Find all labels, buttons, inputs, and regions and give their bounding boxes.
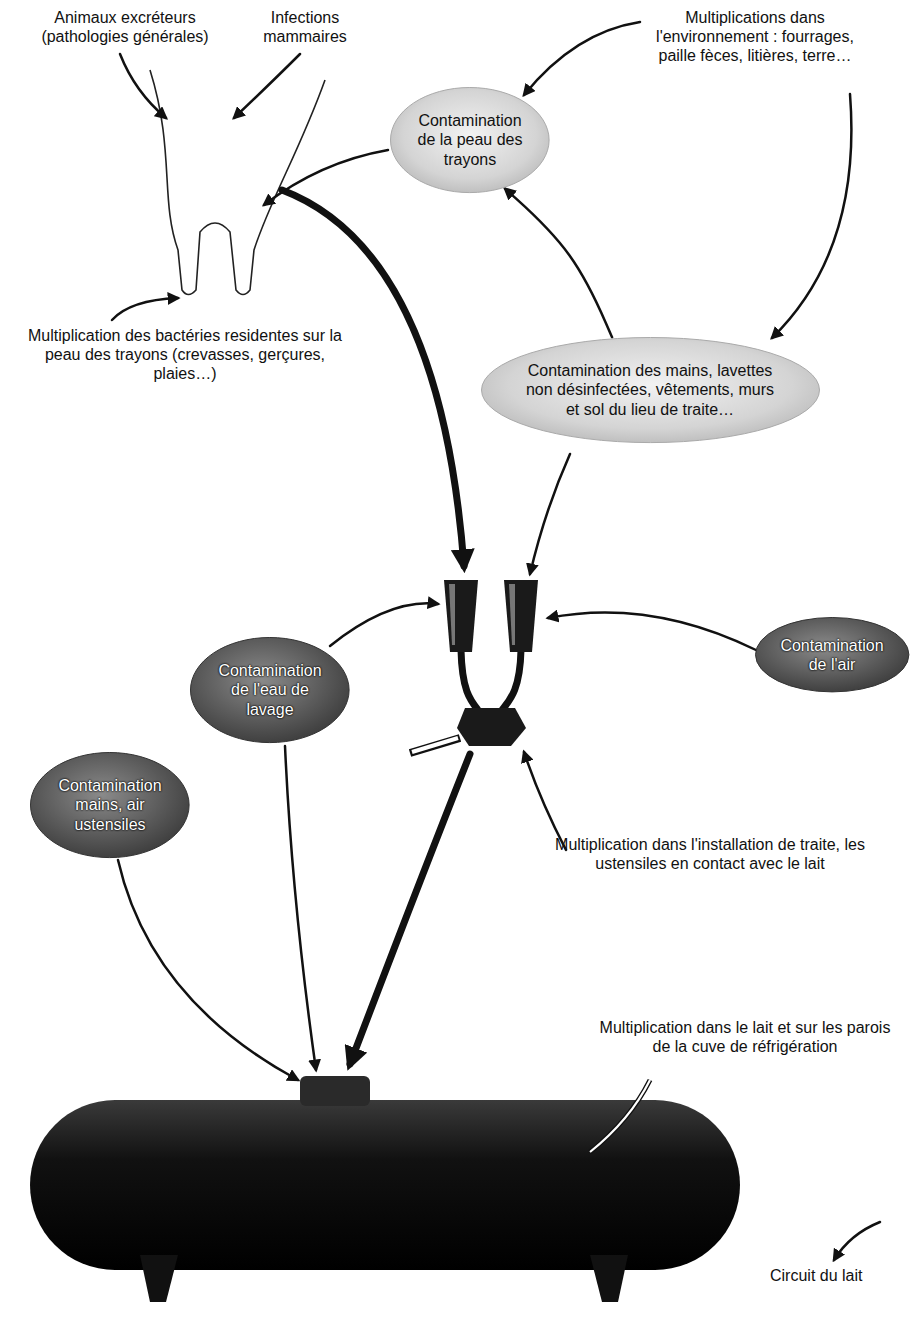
milk-outlet xyxy=(410,738,460,753)
source-arrow xyxy=(524,22,640,95)
node-text: Contamination de l'air xyxy=(778,636,886,674)
node-text: Contamination des mains, lavettes non dé… xyxy=(525,361,775,419)
annotation-text: Animaux excréteurs (pathologies générale… xyxy=(25,8,225,46)
milk-outlet xyxy=(412,738,458,752)
source-arrow xyxy=(264,150,388,205)
legend-arrow-sample xyxy=(834,1222,880,1260)
ellipse-shape xyxy=(31,752,190,857)
source-arrow xyxy=(530,454,570,574)
milking-claw xyxy=(457,708,526,746)
teat-cup xyxy=(504,580,538,652)
legend-text: Circuit du lait xyxy=(770,1267,862,1284)
milk-tube xyxy=(502,650,521,710)
annotation-text: Infections mammaires xyxy=(245,8,365,46)
source-arrow xyxy=(524,752,566,850)
milk-circuit-arrow xyxy=(282,190,464,566)
contamination-ellipse: Contamination des mains, lavettes non dé… xyxy=(480,336,821,444)
ellipse-outline xyxy=(754,616,910,693)
contamination-ellipse: Contamination de la peau des trayons xyxy=(389,86,551,194)
ellipse-shape xyxy=(481,337,819,442)
teat-cup xyxy=(444,580,478,652)
annotation-text: Multiplication des bactéries residentes … xyxy=(20,326,350,384)
contamination-ellipse: Contamination mains, air ustensiles xyxy=(29,751,191,859)
annotation-text: Multiplications dans l'environnement : f… xyxy=(650,8,860,66)
cup-highlight xyxy=(449,584,455,645)
ellipse-shape xyxy=(755,618,908,692)
ellipse-shape xyxy=(191,637,350,742)
source-arrow xyxy=(330,603,438,646)
source-arrow xyxy=(120,54,166,118)
ellipse-shape xyxy=(391,87,550,192)
node-text: Contamination de la peau des trayons xyxy=(414,111,526,169)
tank-lid xyxy=(300,1076,370,1106)
contamination-ellipse: Contamination de l'air xyxy=(754,616,910,693)
source-arrow xyxy=(285,746,316,1070)
contamination-ellipse: Contamination de l'eau de lavage xyxy=(189,636,351,744)
source-arrow xyxy=(112,298,178,320)
legend-item: Circuit du lait xyxy=(770,1266,862,1285)
milk-circuit-arrow xyxy=(350,754,470,1064)
source-arrow xyxy=(234,54,300,118)
tank-leg xyxy=(140,1255,178,1302)
contamination-arrow xyxy=(505,189,612,338)
milk-tube xyxy=(461,650,478,710)
cooling-tank xyxy=(30,1100,740,1270)
node-text: Contamination mains, air ustensiles xyxy=(54,776,166,834)
node-text: Contamination de l'eau de lavage xyxy=(214,661,326,719)
source-arrow xyxy=(772,94,851,338)
annotation-text: Multiplication dans l'installation de tr… xyxy=(540,835,880,873)
leader-line xyxy=(590,1080,650,1152)
source-arrow xyxy=(548,612,756,650)
annotation-text: Multiplication dans le lait et sur les p… xyxy=(595,1018,895,1056)
cup-highlight xyxy=(509,584,515,645)
leader-line xyxy=(590,1080,650,1152)
tank-leg xyxy=(590,1255,628,1302)
source-arrow xyxy=(118,860,298,1080)
connectors xyxy=(505,189,612,338)
